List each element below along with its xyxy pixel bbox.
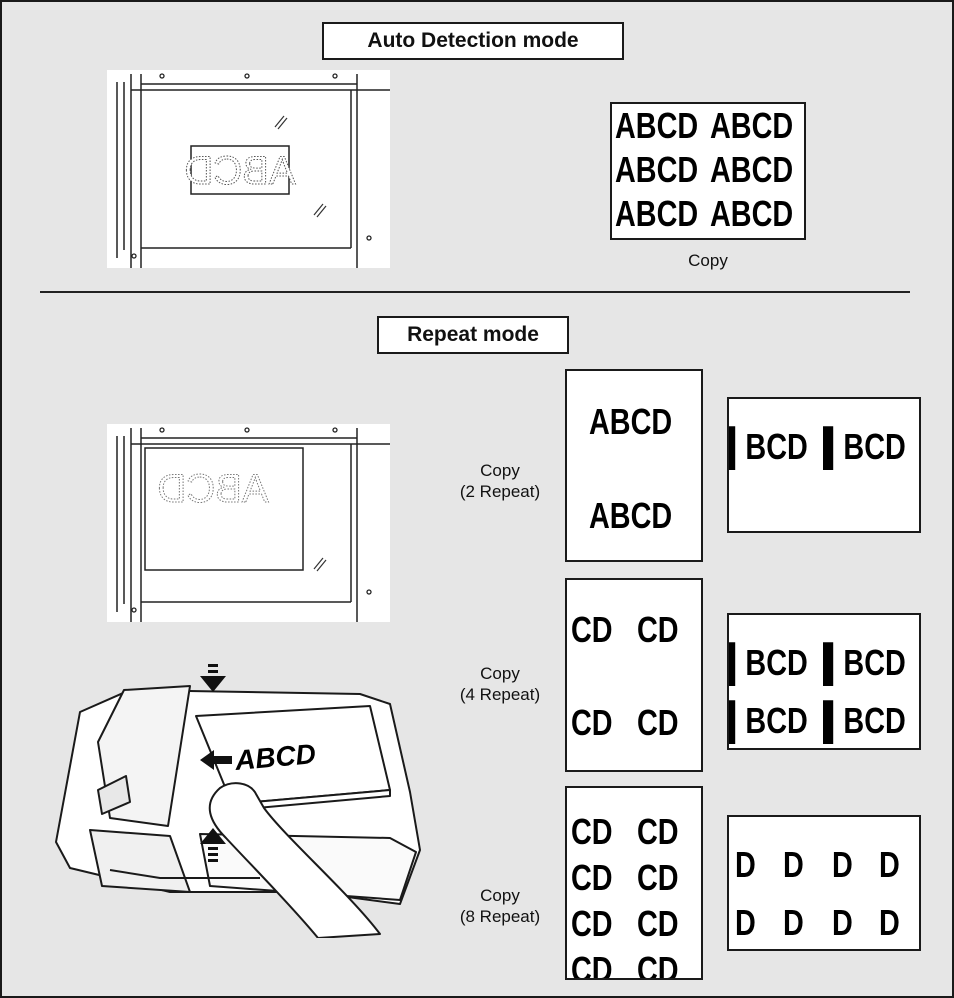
- auto-detection-title-text: Auto Detection mode: [367, 29, 579, 52]
- repeat8-landscape-text-3: D: [832, 844, 853, 885]
- repeat8-portrait-text-7: CD: [571, 949, 613, 980]
- repeat2-caption-line1: Copy: [480, 461, 520, 480]
- repeat2-landscape-text-1: ▌BCD: [727, 426, 808, 467]
- auto-copy-caption: Copy: [688, 251, 728, 270]
- repeat4-portrait-paper: CD CD CD CD: [565, 578, 703, 772]
- repeat8-caption-line2: (8 Repeat): [459, 907, 541, 926]
- repeat4-portrait-text-3: CD: [571, 702, 613, 743]
- auto-copy-text-1: ABCD: [615, 105, 699, 146]
- adf-sheet-text: ABCD: [233, 738, 317, 776]
- repeat8-portrait-text-3: CD: [571, 857, 613, 898]
- repeat-mode-title-text: Repeat mode: [407, 323, 539, 346]
- repeat8-landscape-text-6: D: [783, 902, 804, 943]
- mirrored-original-text: ABCD: [184, 149, 295, 193]
- repeat8-landscape-text-4: D: [879, 844, 900, 885]
- repeat4-portrait-text-4: CD: [637, 702, 679, 743]
- platen-glass-repeat-illustration: ABCD: [107, 424, 390, 622]
- repeat8-landscape-text-5: D: [735, 902, 756, 943]
- repeat8-portrait-text-1: CD: [571, 811, 613, 852]
- repeat4-caption: Copy (4 Repeat): [442, 663, 558, 705]
- repeat4-landscape-text-3: ▌BCD: [727, 700, 808, 741]
- adf-machine-illustration: ABCD: [50, 642, 430, 939]
- adf-machine-svg: ABCD: [55, 664, 421, 939]
- repeat8-caption: Copy (8 Repeat): [442, 885, 558, 927]
- auto-copy-text-2: ABCD: [710, 105, 794, 146]
- repeat4-portrait-text-1: CD: [571, 609, 613, 650]
- repeat8-landscape-text-7: D: [832, 902, 853, 943]
- repeat2-portrait-paper: ABCD ABCD: [565, 369, 703, 562]
- repeat2-caption: Copy (2 Repeat): [442, 460, 558, 502]
- repeat-mode-title: Repeat mode: [377, 316, 569, 354]
- repeat2-portrait-text-1: ABCD: [589, 401, 673, 442]
- repeat2-portrait-text-2: ABCD: [589, 495, 673, 536]
- platen-auto-svg: ABCD: [116, 73, 390, 268]
- repeat8-portrait-text-5: CD: [571, 903, 613, 944]
- repeat8-portrait-text-4: CD: [637, 857, 679, 898]
- repeat8-caption-line1: Copy: [480, 886, 520, 905]
- repeat8-landscape-text-8: D: [879, 902, 900, 943]
- auto-copy-text-3: ABCD: [615, 149, 699, 190]
- auto-copy-text-4: ABCD: [710, 149, 794, 190]
- repeat2-landscape-paper: ▌BCD ▌BCD: [727, 397, 921, 533]
- repeat4-caption-line1: Copy: [480, 664, 520, 683]
- repeat4-landscape-text-4: ▌BCD: [823, 700, 906, 741]
- auto-copy-paper: ABCD ABCD ABCD ABCD ABCD ABCD: [610, 102, 806, 240]
- platen-repeat-svg: ABCD: [116, 427, 390, 622]
- repeat8-portrait-text-8: CD: [637, 949, 679, 980]
- repeat4-portrait-text-2: CD: [637, 609, 679, 650]
- repeat8-portrait-paper: CD CD CD CD CD CD CD CD: [565, 786, 703, 980]
- repeat4-landscape-text-2: ▌BCD: [823, 642, 906, 683]
- repeat4-caption-line2: (4 Repeat): [459, 685, 541, 704]
- repeat4-landscape-text-1: ▌BCD: [727, 642, 808, 683]
- auto-detection-title: Auto Detection mode: [322, 22, 624, 60]
- auto-copy-text-5: ABCD: [615, 193, 699, 234]
- section-divider: [40, 291, 910, 293]
- platen-glass-auto-illustration: ABCD: [107, 70, 390, 268]
- repeat8-landscape-text-2: D: [783, 844, 804, 885]
- repeat8-landscape-paper: D D D D D D D D: [727, 815, 921, 951]
- repeat2-landscape-text-2: ▌BCD: [823, 426, 906, 467]
- mirrored-original-text-repeat: ABCD: [157, 467, 268, 511]
- repeat4-landscape-paper: ▌BCD ▌BCD ▌BCD ▌BCD: [727, 613, 921, 750]
- auto-copy-text-6: ABCD: [710, 193, 794, 234]
- repeat2-caption-line2: (2 Repeat): [459, 482, 541, 501]
- repeat8-portrait-text-6: CD: [637, 903, 679, 944]
- repeat8-landscape-text-1: D: [735, 844, 756, 885]
- repeat8-portrait-text-2: CD: [637, 811, 679, 852]
